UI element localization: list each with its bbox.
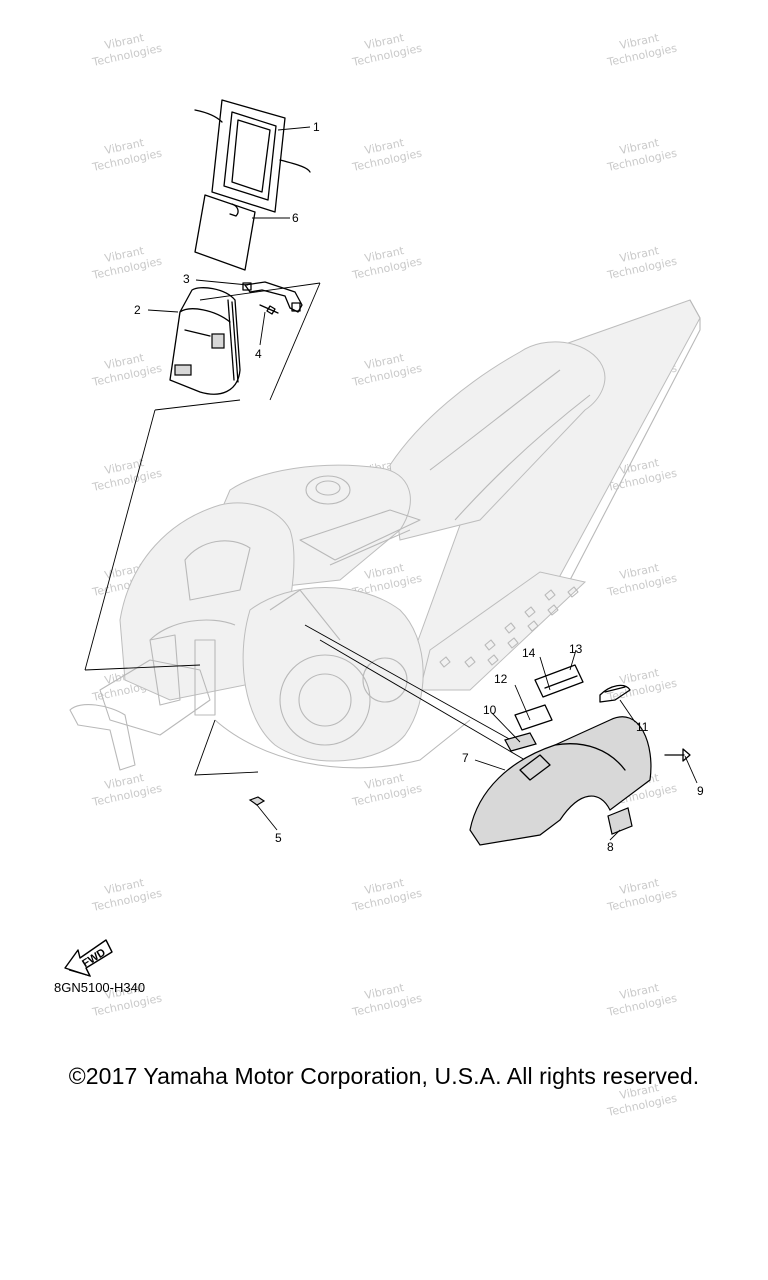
callout-7: 7 [462, 751, 469, 765]
callout-2: 2 [134, 303, 141, 317]
copyright-notice: ©2017 Yamaha Motor Corporation, U.S.A. A… [68, 1063, 700, 1089]
assembly-leader-lines [84, 282, 526, 776]
diagram-code: 8GN5100-H340 [54, 980, 146, 995]
part-10-strap[interactable] [504, 732, 537, 752]
part-5-clip[interactable] [248, 796, 266, 806]
part-7-rear-flap[interactable] [469, 716, 652, 846]
callout-leaders [147, 126, 698, 841]
part-11-flap-bracket[interactable] [599, 684, 631, 703]
fwd-arrow-icon: FWD [64, 939, 113, 977]
callout-8: 8 [607, 840, 614, 854]
part-2-storage-bag[interactable] [169, 287, 241, 395]
part-9-rivet[interactable] [664, 748, 691, 762]
callout-12: 12 [494, 672, 508, 686]
callout-9: 9 [697, 784, 704, 798]
callout-1: 1 [313, 120, 320, 134]
callout-10: 10 [483, 703, 497, 717]
part-8-plate[interactable] [607, 807, 633, 835]
callout-13: 13 [569, 642, 583, 656]
callout-4: 4 [255, 347, 262, 361]
part-12-decal[interactable] [514, 704, 553, 731]
snowmobile-ghost-outline [69, 299, 701, 771]
callout-14: 14 [522, 646, 536, 660]
callout-11: 11 [636, 720, 649, 734]
part-6-pad[interactable] [194, 194, 256, 271]
callout-3: 3 [183, 272, 190, 286]
part-13-14-decals[interactable] [534, 664, 584, 698]
callout-6: 6 [292, 211, 299, 225]
callout-numbers: 1 2 3 4 5 6 7 8 9 10 11 12 13 14 [134, 120, 704, 854]
callout-5: 5 [275, 831, 282, 845]
part-3-bracket[interactable] [242, 281, 303, 313]
part-1-frame[interactable] [194, 99, 311, 213]
part-4-screw[interactable] [259, 304, 279, 315]
